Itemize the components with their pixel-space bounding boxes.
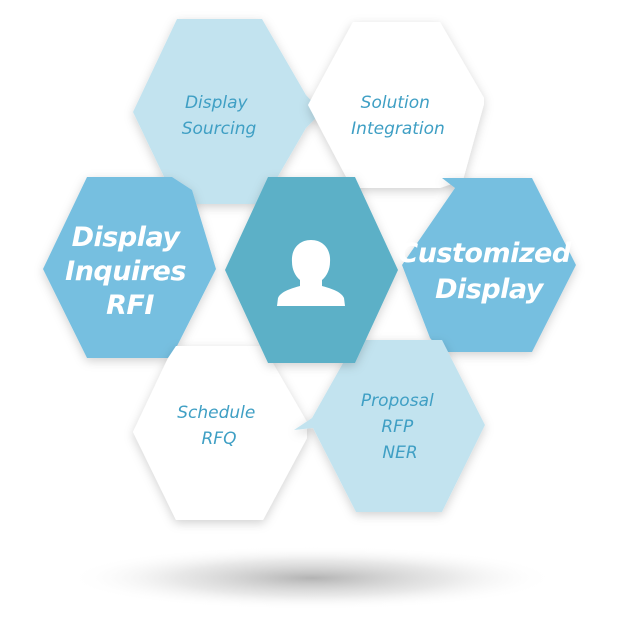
- node-display-inquires: [43, 177, 216, 358]
- hexagon-display-inquires: [43, 177, 216, 358]
- node-proposal: [294, 340, 485, 512]
- node-customized-display: [402, 178, 576, 352]
- floor-shadow: [67, 546, 557, 610]
- label-display-sourcing-line-1: Display: [185, 93, 249, 113]
- node-solution-integration: [308, 22, 484, 188]
- label-display-sourcing-line-2: Sourcing: [182, 119, 257, 139]
- hexagon-customized-display: [402, 178, 576, 352]
- label-proposal-line-3: NER: [382, 443, 417, 463]
- hexagon-solution-integration: [308, 22, 484, 188]
- label-proposal-line-1: Proposal: [361, 391, 434, 411]
- hexagon-display-sourcing: [133, 19, 322, 204]
- hexagon-proposal: [294, 340, 485, 512]
- label-customized-display-line-1: Customized: [398, 238, 571, 269]
- label-customized-display-line-2: Display: [435, 274, 545, 305]
- label-solution-integration-line-1: Solution: [361, 93, 430, 113]
- user-icon: [277, 240, 345, 306]
- label-schedule-rfq-line-1: Schedule: [177, 403, 255, 423]
- label-customized-display: Customized Display: [398, 238, 579, 305]
- label-proposal: Proposal RFP NER: [361, 391, 439, 463]
- label-schedule-rfq-line-2: RFQ: [202, 429, 237, 449]
- label-schedule-rfq: Schedule RFQ: [177, 403, 261, 449]
- hexagon-schedule-rfq: [133, 346, 307, 520]
- label-display-inquires-line-1: Display: [72, 222, 182, 253]
- label-proposal-line-2: RFP: [381, 417, 414, 437]
- node-schedule-rfq: [133, 346, 307, 520]
- node-display-sourcing: [133, 19, 322, 204]
- label-display-sourcing: Display Sourcing: [182, 93, 257, 139]
- label-display-inquires-line-3: RFI: [106, 290, 154, 321]
- label-solution-integration: Solution Integration: [351, 93, 445, 139]
- label-solution-integration-line-2: Integration: [351, 119, 445, 139]
- label-display-inquires-line-2: Inquires: [65, 256, 186, 287]
- label-display-inquires: Display Inquires RFI: [65, 222, 195, 321]
